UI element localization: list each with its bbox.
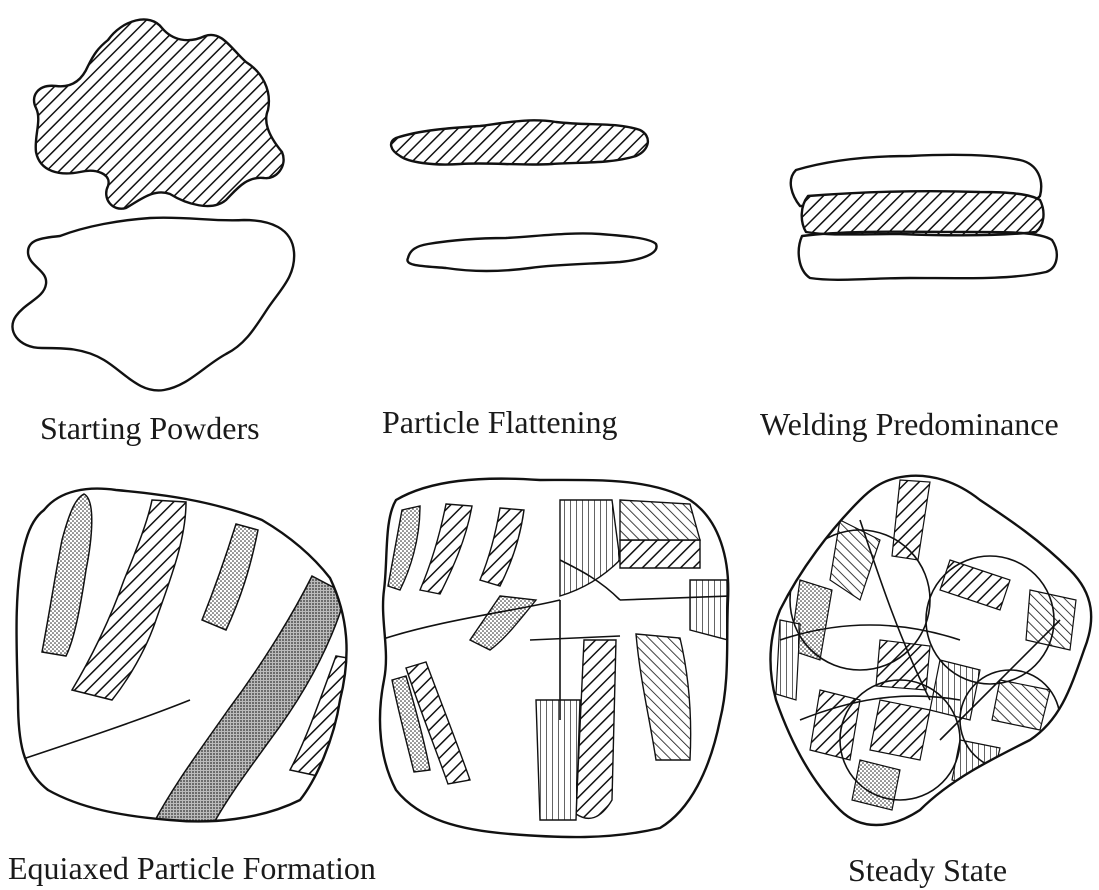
equiaxed-composite-particle	[380, 479, 730, 837]
starting-powders-particles	[12, 19, 294, 390]
steady-state-label: Steady State	[848, 854, 1007, 886]
plain-powder-particle	[12, 218, 294, 391]
flattened-plain-particle	[407, 233, 656, 271]
equiaxed-particle-formation-label: Equiaxed Particle Formation	[8, 852, 376, 884]
dense-lamella	[150, 576, 346, 830]
welding-predominance-particles	[791, 155, 1057, 280]
welded-bottom-layer	[799, 232, 1057, 280]
steady-state-particle	[760, 470, 1099, 840]
welded-hatched-layer	[802, 191, 1044, 235]
equiaxed-particle	[16, 489, 360, 830]
starting-powders-label: Starting Powders	[40, 412, 260, 444]
flattened-hatched-particle	[391, 120, 648, 164]
particle-flattening-particles	[391, 120, 656, 271]
particle-flattening-label: Particle Flattening	[382, 406, 618, 438]
welding-predominance-label: Welding Predominance	[760, 408, 1059, 440]
dotted-lamella-2	[202, 524, 258, 630]
dotted-lamella	[42, 494, 92, 656]
hatched-powder-particle	[34, 19, 284, 208]
